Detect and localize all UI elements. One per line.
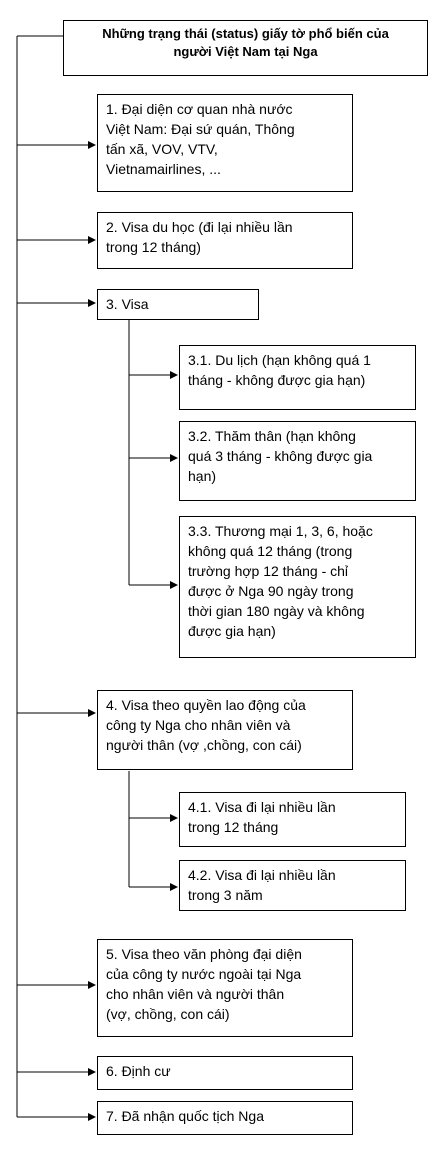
- item-4-1-multi-entry-12-months: 4.1. Visa đi lại nhiều lần trong 12 thán…: [179, 792, 406, 847]
- diagram-title: Những trạng thái (status) giấy tờ phổ bi…: [63, 20, 428, 76]
- item-1-state-agencies: 1. Đại diện cơ quan nhà nước Việt Nam: Đ…: [97, 94, 353, 192]
- item-3-1-tourist: 3.1. Du lịch (hạn không quá 1 tháng - kh…: [179, 345, 416, 410]
- item-4-2-multi-entry-3-years: 4.2. Visa đi lại nhiều lần trong 3 năm: [179, 860, 406, 911]
- item-3-3-business: 3.3. Thương mại 1, 3, 6, hoặc không quá …: [179, 516, 416, 658]
- item-6-permanent-residence: 6. Định cư: [97, 1056, 353, 1090]
- item-4-labour-visa: 4. Visa theo quyền lao động của công ty …: [97, 690, 353, 770]
- item-3-2-family-visit: 3.2. Thăm thân (hạn không quá 3 tháng - …: [179, 421, 416, 501]
- item-7-russian-citizenship: 7. Đã nhận quốc tịch Nga: [97, 1101, 353, 1135]
- item-3-visa: 3. Visa: [97, 289, 259, 320]
- item-5-foreign-rep-office-visa: 5. Visa theo văn phòng đại diện của công…: [97, 939, 353, 1037]
- item-2-study-visa: 2. Visa du học (đi lại nhiều lần trong 1…: [97, 212, 353, 269]
